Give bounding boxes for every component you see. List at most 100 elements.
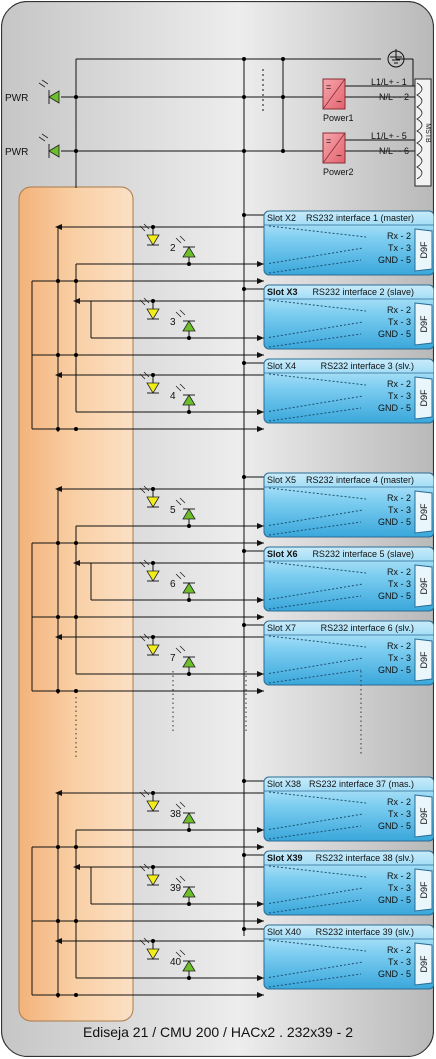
arrow-right (257, 426, 264, 432)
junction-dot (74, 95, 78, 99)
rs232-module: D9F Slot X4 RS232 interface 3 (slv.) Rx - 2… (263, 358, 434, 424)
junction-dot (56, 279, 60, 283)
terminal-block-label: MSTB (424, 123, 431, 143)
pin-tx-label: Tx - 3 (388, 391, 411, 401)
pin-rx-label: Rx - 2 (387, 871, 411, 881)
rx-led-yellow (139, 633, 160, 656)
junction-dot (187, 672, 191, 676)
led-channel-number: 3 (170, 317, 176, 328)
interface-label: RS232 interface 38 (slv.) (316, 853, 414, 863)
junction-dot (151, 561, 155, 565)
power-unit-name: Power2 (323, 167, 354, 177)
pin-tx-label: Tx - 3 (388, 957, 411, 967)
slot-label: Slot X4 (267, 361, 296, 371)
tx-led-green (175, 949, 196, 972)
wiring (31, 214, 264, 998)
pin-gnd-label: GND - 5 (378, 255, 411, 265)
arrow-right (257, 688, 264, 694)
arrow-right (257, 335, 264, 341)
pin-rx-label: Rx - 2 (387, 379, 411, 389)
slot-label: Slot X2 (267, 213, 296, 223)
slot-label: Slot X6 (267, 549, 298, 559)
junction-dot (187, 598, 191, 602)
pwr-led (38, 79, 60, 104)
rx-led-yellow (139, 297, 160, 320)
rx-led-yellow (139, 863, 160, 886)
dc-symbol: = (326, 136, 331, 146)
junction-dot (187, 336, 191, 340)
junction-dot (242, 213, 246, 217)
arrow-right (257, 540, 264, 546)
junction-dot (151, 635, 155, 639)
junction-dot (56, 993, 60, 997)
slot-label: Slot X38 (267, 779, 301, 789)
dc-symbol: = (326, 82, 331, 92)
interface-label: RS232 interface 3 (slv.) (321, 361, 414, 371)
d9f-connector (414, 228, 433, 272)
junction-dot (56, 541, 60, 545)
interface-label: RS232 interface 6 (slv.) (321, 623, 414, 633)
junction-dot (151, 487, 155, 491)
rx-led-yellow (139, 937, 160, 960)
slot-label: Slot X5 (267, 475, 296, 485)
power-unit-name: Power1 (323, 113, 354, 123)
junction-dot (242, 287, 246, 291)
arrow-right (257, 975, 264, 981)
pin-tx-label: Tx - 3 (388, 243, 411, 253)
led-channel-number: 7 (170, 653, 176, 664)
junction-dot (187, 902, 191, 906)
led-channel-number: 5 (170, 505, 176, 516)
tx-led-green (175, 497, 196, 520)
pwr-label: PWR (5, 93, 28, 104)
pin-tx-label: Tx - 3 (388, 579, 411, 589)
pin-tx-label: Tx - 3 (388, 883, 411, 893)
tx-led-green (175, 801, 196, 824)
pin-rx-label: Rx - 2 (387, 231, 411, 241)
slot-label: Slot X7 (267, 623, 296, 633)
pin-gnd-label: GND - 5 (378, 665, 411, 675)
junction-dot (281, 149, 285, 153)
pin-tx-label: Tx - 3 (388, 505, 411, 515)
tx-led-green (175, 571, 196, 594)
pin-rx-label: Rx - 2 (387, 493, 411, 503)
pin-rx-label: Rx - 2 (387, 305, 411, 315)
d9f-connector (414, 638, 433, 682)
junction-dot (242, 927, 246, 931)
pin-rx-label: Rx - 2 (387, 945, 411, 955)
tx-led-green (175, 645, 196, 668)
junction-dot (242, 95, 246, 99)
led-channel-number: 2 (170, 243, 176, 254)
ac-symbol: ~ (336, 151, 342, 162)
arrow-right (257, 671, 264, 677)
junction-dot (74, 615, 78, 619)
arrow-right (257, 278, 264, 284)
slot-label: Slot X40 (267, 927, 301, 937)
junction-dot (151, 939, 155, 943)
terminal-block (414, 78, 432, 187)
arrow-right (257, 523, 264, 529)
arrow-left (73, 560, 80, 566)
d9f-connector (414, 564, 433, 608)
junction-dot (187, 262, 191, 266)
connector-label: D9F (419, 389, 429, 407)
d9f-connector (414, 490, 433, 534)
junction-dot (151, 225, 155, 229)
tx-led-green (175, 235, 196, 258)
neutral-terminal-label: N/L- - 2 (379, 92, 409, 102)
pin-gnd-label: GND - 5 (378, 821, 411, 831)
junction-dot (74, 353, 78, 357)
junction-dot (74, 919, 78, 923)
pwr-label: PWR (5, 147, 28, 158)
pin-rx-label: Rx - 2 (387, 641, 411, 651)
slot-label: Slot X39 (267, 853, 303, 863)
junction-dot (74, 541, 78, 545)
d9f-connector (414, 868, 433, 912)
connector-label: D9F (419, 577, 429, 595)
